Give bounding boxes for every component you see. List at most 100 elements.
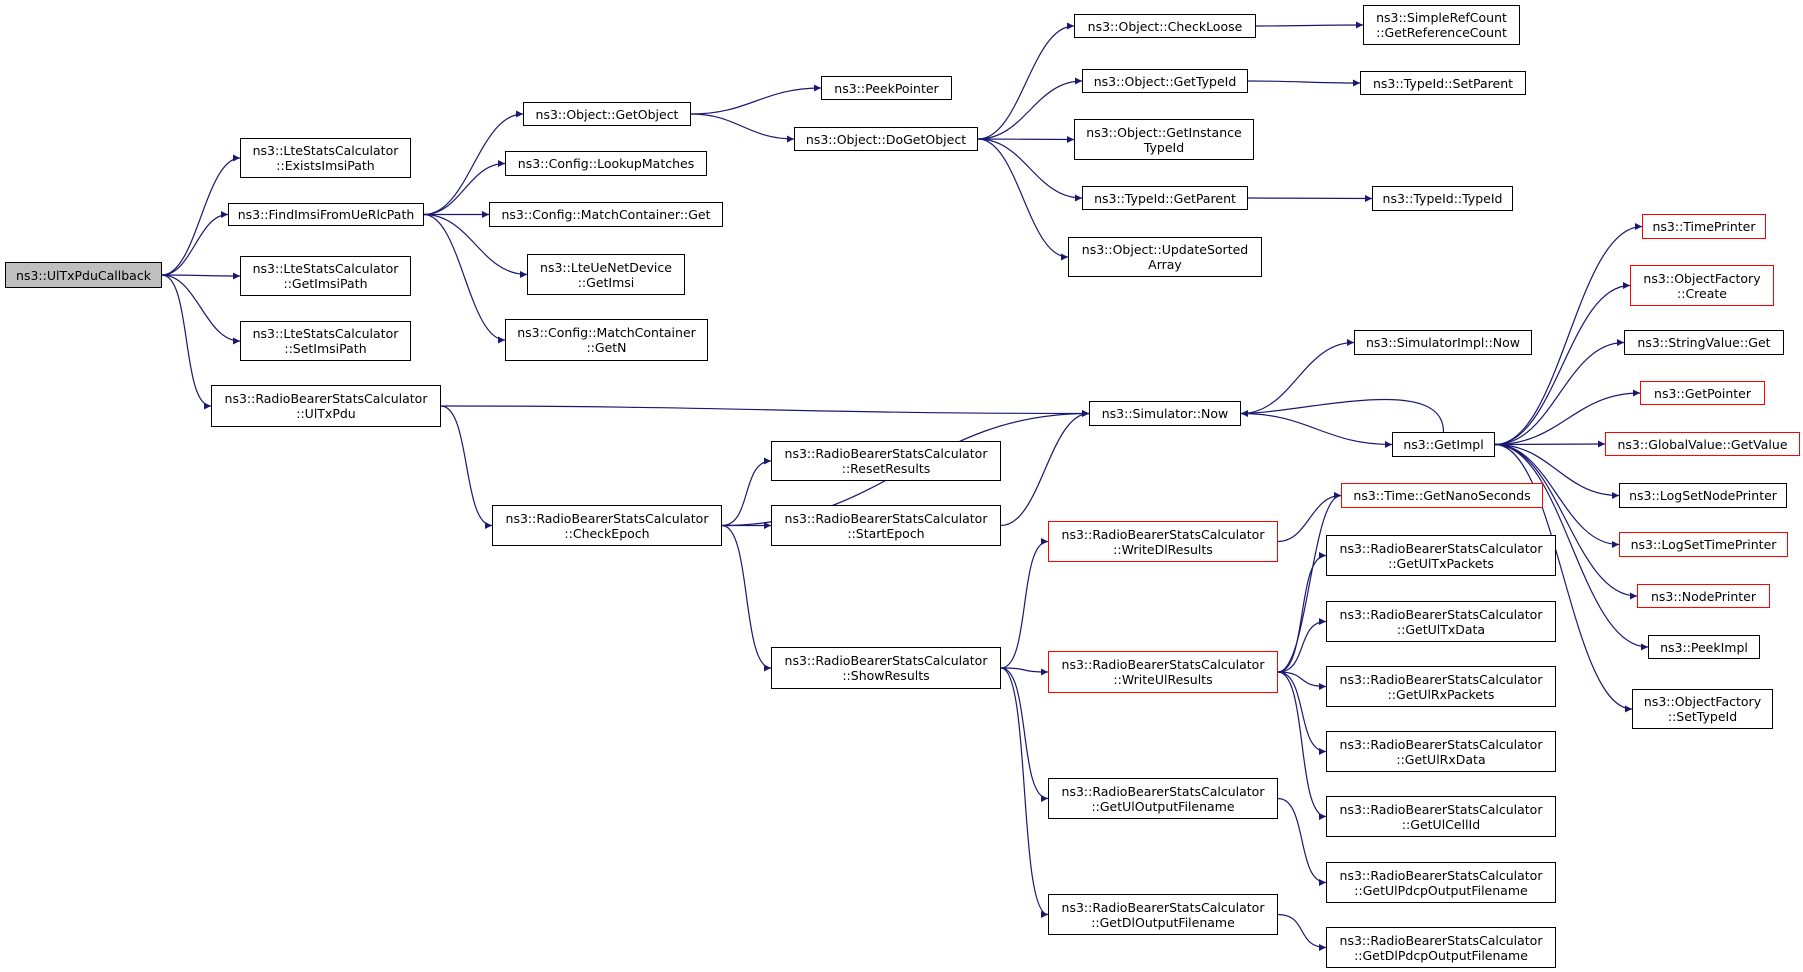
- node-objfactory-settypeid[interactable]: ns3::ObjectFactory::SetTypeId: [1632, 689, 1773, 729]
- edge-root-to-find-imsi: [161, 211, 229, 276]
- node-rbsc-getultxpackets[interactable]: ns3::RadioBearerStatsCalculator::GetUlTx…: [1326, 535, 1556, 576]
- node-rbsc-getdlfile[interactable]: ns3::RadioBearerStatsCalculator::GetDlOu…: [1048, 894, 1278, 935]
- node-logsettimeprinter[interactable]: ns3::LogSetTimePrinter: [1619, 532, 1788, 557]
- node-nodeprinter[interactable]: ns3::NodePrinter: [1637, 584, 1770, 608]
- node-label: ns3::Config::MatchContainer::Get: [501, 207, 711, 222]
- edge-rbsc-getdlfile-to-rbsc-getdlpdcp: [1277, 913, 1327, 951]
- node-rbsc-getulfile[interactable]: ns3::RadioBearerStatsCalculator::GetUlOu…: [1048, 778, 1278, 819]
- node-label: ::GetDlPdcpOutputFilename: [1354, 947, 1528, 963]
- edge-getimpl-to-stringvalue-get: [1494, 339, 1625, 446]
- node-typeid-setparent[interactable]: ns3::TypeId::SetParent: [1360, 71, 1526, 95]
- node-label: ns3::FindImsiFromUeRlcPath: [237, 207, 415, 222]
- node-label: ns3::RadioBearerStatsCalculator: [784, 653, 988, 668]
- node-label: ns3::Simulator::Now: [1101, 406, 1229, 421]
- node-getpointer[interactable]: ns3::GetPointer: [1640, 381, 1765, 405]
- node-rbsc-checkepoch[interactable]: ns3::RadioBearerStatsCalculator::CheckEp…: [492, 505, 722, 546]
- edge-root-to-lsc-exists: [161, 154, 241, 276]
- edge-obj-gettypeid-to-typeid-setparent: [1247, 79, 1361, 87]
- node-rbsc-getdlpdcp[interactable]: ns3::RadioBearerStatsCalculator::GetDlPd…: [1326, 927, 1556, 968]
- node-lsc-set[interactable]: ns3::LteStatsCalculator::SetImsiPath: [240, 321, 411, 361]
- edge-obj-dogetobject-to-obj-getinstance: [977, 135, 1075, 143]
- node-time-getns[interactable]: ns3::Time::GetNanoSeconds: [1341, 483, 1543, 508]
- node-label: ns3::Object::GetInstance: [1086, 124, 1242, 140]
- node-obj-gettypeid[interactable]: ns3::Object::GetTypeId: [1082, 69, 1248, 93]
- edge-rbsc-getulfile-to-rbsc-getulpdcp: [1277, 797, 1327, 886]
- edge-rbsc-writedl-to-time-getns: [1277, 492, 1342, 543]
- node-getimpl[interactable]: ns3::GetImpl: [1392, 432, 1495, 457]
- node-stringvalue-get[interactable]: ns3::StringValue::Get: [1624, 330, 1784, 355]
- edge-root-to-lsc-set: [161, 274, 241, 345]
- edge-rbsc-show-to-rbsc-getulfile: [1000, 667, 1049, 802]
- edge-rbsc-writeul-to-rbsc-getulrxpackets: [1277, 671, 1327, 690]
- node-peekpointer[interactable]: ns3::PeekPointer: [821, 76, 952, 100]
- node-cfg-mc-getn[interactable]: ns3::Config::MatchContainer::GetN: [505, 319, 708, 361]
- node-rbsc-getulrxpackets[interactable]: ns3::RadioBearerStatsCalculator::GetUlRx…: [1326, 666, 1556, 707]
- node-label: ns3::TypeId::TypeId: [1382, 191, 1503, 206]
- node-sim-now[interactable]: ns3::Simulator::Now: [1089, 401, 1241, 426]
- node-obj-dogetobject[interactable]: ns3::Object::DoGetObject: [794, 127, 978, 151]
- node-rbsc-getulpdcp[interactable]: ns3::RadioBearerStatsCalculator::GetUlPd…: [1326, 862, 1556, 903]
- node-timeprinter[interactable]: ns3::TimePrinter: [1642, 214, 1766, 239]
- node-label: ::ExistsImsiPath: [276, 158, 375, 173]
- node-objfactory-create[interactable]: ns3::ObjectFactory::Create: [1630, 265, 1774, 306]
- edge-find-imsi-to-cfg-mc-getn: [423, 213, 506, 344]
- node-rbsc-reset[interactable]: ns3::RadioBearerStatsCalculator::ResetRe…: [771, 441, 1001, 481]
- node-label: ::GetReferenceCount: [1376, 25, 1507, 40]
- node-lsc-exists[interactable]: ns3::LteStatsCalculator::ExistsImsiPath: [240, 138, 411, 178]
- node-rbsc-ultxpdu[interactable]: ns3::RadioBearerStatsCalculator::UlTxPdu: [211, 385, 441, 427]
- node-cfg-mc-get[interactable]: ns3::Config::MatchContainer::Get: [489, 202, 723, 227]
- node-rbsc-getulcellid[interactable]: ns3::RadioBearerStatsCalculator::GetUlCe…: [1326, 796, 1556, 837]
- node-globalvalue-getvalue[interactable]: ns3::GlobalValue::GetValue: [1605, 432, 1800, 456]
- node-typeid-typeid[interactable]: ns3::TypeId::TypeId: [1372, 186, 1513, 211]
- node-cfg-lookup[interactable]: ns3::Config::LookupMatches: [505, 151, 707, 176]
- edge-sim-now-to-simimpl-now: [1240, 339, 1355, 415]
- node-label: ::GetN: [586, 340, 627, 355]
- node-label: TypeId: [1143, 139, 1185, 155]
- node-label: ::WriteDlResults: [1113, 541, 1213, 557]
- node-label: ::ResetResults: [841, 461, 931, 476]
- node-find-imsi[interactable]: ns3::FindImsiFromUeRlcPath: [228, 203, 424, 226]
- node-simimpl-now[interactable]: ns3::SimulatorImpl::Now: [1354, 330, 1532, 355]
- node-label: ::UlTxPdu: [296, 406, 356, 421]
- node-typeid-getparent[interactable]: ns3::TypeId::GetParent: [1082, 186, 1248, 210]
- node-label: ns3::Object::GetObject: [535, 106, 679, 122]
- node-label: ns3::RadioBearerStatsCalculator: [1339, 540, 1543, 556]
- node-lsc-get[interactable]: ns3::LteStatsCalculator::GetImsiPath: [240, 256, 411, 296]
- node-rbsc-writedl[interactable]: ns3::RadioBearerStatsCalculator::WriteDl…: [1048, 521, 1278, 562]
- node-label: ::ShowResults: [842, 668, 930, 683]
- edge-rbsc-writeul-to-rbsc-getulrxdata: [1277, 671, 1327, 755]
- node-label: ns3::StringValue::Get: [1637, 335, 1771, 350]
- node-label: ns3::RadioBearerStatsCalculator: [784, 446, 988, 461]
- edge-rbsc-show-to-rbsc-getdlfile: [1000, 667, 1049, 918]
- node-obj-checkloose[interactable]: ns3::Object::CheckLoose: [1074, 14, 1256, 38]
- node-simplerefcount[interactable]: ns3::SimpleRefCount::GetReferenceCount: [1363, 5, 1520, 45]
- edge-obj-checkloose-to-simplerefcount: [1255, 21, 1364, 29]
- edge-obj-dogetobject-to-obj-gettypeid: [977, 77, 1083, 140]
- node-label: ns3::UlTxPduCallback: [16, 267, 151, 283]
- node-rbsc-getultxdata[interactable]: ns3::RadioBearerStatsCalculator::GetUlTx…: [1326, 601, 1556, 642]
- node-label: ns3::RadioBearerStatsCalculator: [1061, 783, 1265, 799]
- node-label: ns3::GetImpl: [1403, 437, 1484, 452]
- node-peekimpl[interactable]: ns3::PeekImpl: [1648, 635, 1760, 659]
- node-label: ::GetImsiPath: [283, 276, 368, 291]
- node-rbsc-writeul[interactable]: ns3::RadioBearerStatsCalculator::WriteUl…: [1048, 651, 1278, 693]
- node-label: ::GetUlPdcpOutputFilename: [1354, 882, 1528, 898]
- node-rbsc-getulrxdata[interactable]: ns3::RadioBearerStatsCalculator::GetUlRx…: [1326, 731, 1556, 772]
- node-label: ns3::RadioBearerStatsCalculator: [1339, 801, 1543, 817]
- edge-rbsc-ultxpdu-to-sim-now: [440, 405, 1090, 417]
- node-label: ::GetDlOutputFilename: [1091, 914, 1235, 930]
- node-logsetnodeprinter[interactable]: ns3::LogSetNodePrinter: [1619, 483, 1787, 508]
- edge-getimpl-to-timeprinter: [1494, 223, 1643, 446]
- node-rbsc-startepoch[interactable]: ns3::RadioBearerStatsCalculator::StartEp…: [771, 505, 1001, 546]
- node-obj-getobject[interactable]: ns3::Object::GetObject: [523, 102, 691, 126]
- edge-rbsc-writeul-to-rbsc-getultxdata: [1277, 618, 1327, 673]
- edge-sim-now-to-getimpl: [1240, 412, 1393, 448]
- node-label: ns3::RadioBearerStatsCalculator: [1061, 899, 1265, 915]
- node-ue-getimsi[interactable]: ns3::LteUeNetDevice::GetImsi: [527, 254, 685, 295]
- node-label: ns3::GetPointer: [1654, 385, 1751, 401]
- node-label: ns3::Object::GetTypeId: [1093, 73, 1237, 89]
- node-rbsc-show[interactable]: ns3::RadioBearerStatsCalculator::ShowRes…: [771, 647, 1001, 689]
